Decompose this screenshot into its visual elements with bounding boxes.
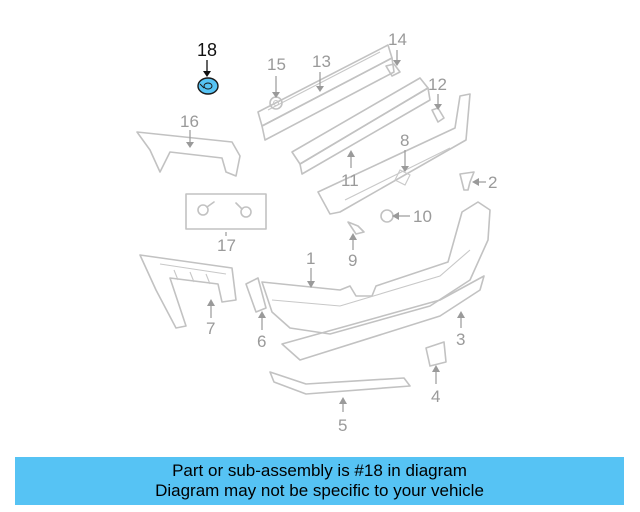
callout-5: 5	[338, 416, 347, 435]
part-8-retainer[interactable]	[317, 93, 471, 215]
part-2-clip[interactable]	[459, 171, 475, 191]
part-4-cover[interactable]	[425, 341, 447, 367]
part-7-lower-bracket[interactable]	[139, 254, 237, 329]
callout-6: 6	[257, 332, 266, 351]
callout-11: 11	[341, 171, 359, 190]
callout-18: 18	[197, 40, 217, 60]
part-18-highlighted[interactable]	[197, 77, 219, 95]
callout-17: 17	[217, 236, 236, 255]
callout-8: 8	[400, 131, 409, 150]
callout-10: 10	[413, 207, 432, 226]
part-17-bolt-set[interactable]	[185, 193, 267, 230]
part-11-absorber[interactable]	[291, 77, 431, 175]
part-12-bolt[interactable]	[431, 107, 445, 123]
banner-line-1: Part or sub-assembly is #18 in diagram	[172, 461, 467, 480]
part-9-screw[interactable]	[347, 221, 365, 235]
part-5-molding[interactable]	[269, 371, 411, 395]
callout-14: 14	[388, 30, 407, 49]
callout-7: 7	[206, 319, 215, 338]
part-16-side-bracket[interactable]	[136, 131, 241, 177]
callout-3: 3	[456, 330, 465, 349]
callout-13: 13	[312, 52, 331, 71]
part-1-bumper-cover[interactable]	[261, 201, 491, 335]
part-10-nut[interactable]	[380, 209, 394, 223]
info-banner: Part or sub-assembly is #18 in diagram D…	[15, 457, 624, 505]
callout-4: 4	[431, 387, 440, 406]
banner-line-2: Diagram may not be specific to your vehi…	[155, 481, 484, 500]
part-13-reinforcement[interactable]	[257, 44, 395, 141]
part-14-bolt[interactable]	[385, 63, 401, 77]
callout-16: 16	[180, 112, 199, 131]
callout-1: 1	[306, 249, 315, 268]
leader-lines	[186, 50, 486, 412]
part-3-valance[interactable]	[281, 275, 485, 361]
parts-diagram: 18 15 13 14 12 16 8 11 2 10 17 9 1 7 6 3…	[136, 30, 497, 435]
callout-2: 2	[488, 173, 497, 192]
callout-9: 9	[348, 251, 357, 270]
callout-15: 15	[267, 55, 286, 74]
part-6-spacer[interactable]	[245, 277, 267, 313]
callout-12: 12	[428, 75, 447, 94]
